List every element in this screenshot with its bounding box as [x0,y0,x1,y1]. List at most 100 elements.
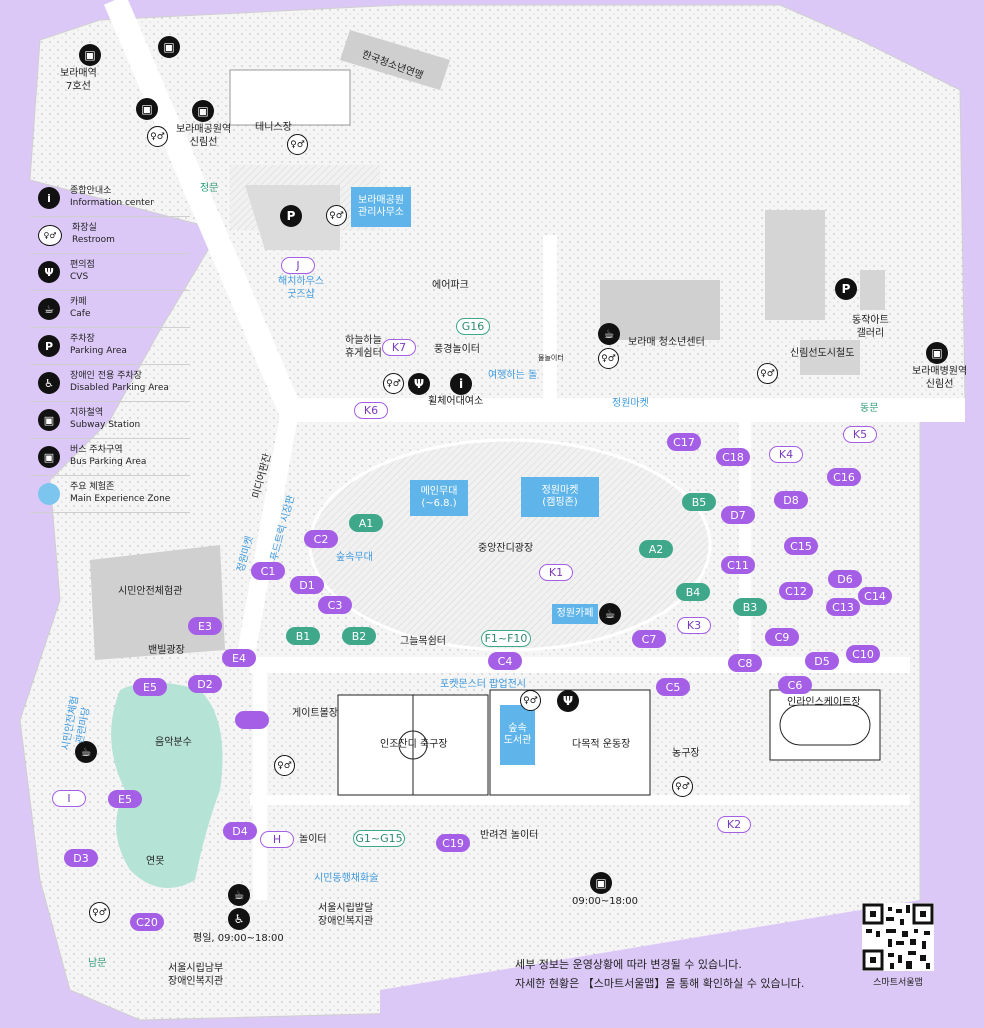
zone-tag-C11[interactable]: C11 [721,556,755,574]
zone-tag-C5[interactable]: C5 [656,678,690,696]
zone-tag-D3[interactable]: D3 [64,849,98,867]
dongjak-gallery-label: 동작아트 갤러리 [852,315,889,339]
youth-center-label: 보라매 청소년센터 [628,337,705,348]
zone-tag-D7[interactable]: D7 [721,506,755,524]
zone-tag-F1-F10[interactable]: F1~F10 [481,630,531,647]
zone-tag-B3[interactable]: B3 [733,598,767,616]
zone-tag-C20[interactable]: C20 [130,913,164,931]
restroom-icon: ♀♂ [383,373,404,394]
zone-tag-D2[interactable]: D2 [188,675,222,693]
legend-ko: 버스 주차구역 [70,445,123,456]
tennis-courts [229,69,351,126]
restroom-icon: ♀♂ [326,205,347,226]
youth-center-building [600,280,720,340]
zone-tag-C2[interactable]: C2 [304,530,338,548]
zone-tag-D4[interactable]: D4 [223,822,257,840]
cafe-icon: ☕ [38,298,60,320]
main-stage-box: 메인무대 (~6.8.) [410,480,468,516]
zone-tag-H[interactable]: H [260,831,294,848]
cafe-icon: ☕ [228,884,250,906]
zone-tag-D6[interactable]: D6 [828,570,862,588]
experience-zone-icon [38,483,60,505]
zone-tag-A1[interactable]: A1 [349,514,383,532]
main-gate-label: 정문 [200,183,219,194]
zone-tag-K1[interactable]: K1 [539,564,573,581]
zone-tag-C6[interactable]: C6 [778,676,812,694]
zone-tag-E5[interactable] [235,711,269,729]
bus-icon: ▣ [38,446,60,468]
zone-tag-C12[interactable]: C12 [779,582,813,600]
pokemon-label: 포켓몬스터 팝업전시 [440,679,526,690]
zone-tag-C18[interactable]: C18 [716,448,750,466]
playground-label: 놀이터 [299,834,327,845]
legend-ko: 장애인 전용 주차장 [70,371,142,382]
bus-hours-label: 09:00~18:00 [572,896,639,907]
zone-tag-C13[interactable]: C13 [826,598,860,616]
subway-icon: ▣ [38,409,60,431]
zone-tag-C19[interactable]: C19 [436,834,470,852]
legend-en: Subway Station [70,420,141,430]
legend-en: Cafe [70,309,91,319]
restroom-icon: ♀♂ [89,902,110,923]
rest-area-label: 하늘하늘 휴게쉼터 [345,335,382,359]
zone-tag-D5[interactable]: D5 [805,652,839,670]
restroom-icon: ♀♂ [520,690,541,711]
zone-tag-K3[interactable]: K3 [677,617,711,634]
garden-market-road-label: 정원마켓 [612,398,649,409]
zone-tag-D8[interactable]: D8 [774,491,808,509]
zone-tag-B5[interactable]: B5 [682,493,716,511]
zone-tag-K6[interactable]: K6 [354,402,388,419]
zone-tag-B2[interactable]: B2 [342,627,376,645]
safety-hall-building [90,545,225,660]
park-office-box: 보라매공원 관리사무소 [351,187,411,227]
south-outside [380,900,984,1028]
zone-tag-E4[interactable]: E5 [108,790,142,808]
zone-tag-C9[interactable]: C9 [765,628,799,646]
zone-tag-E1[interactable]: E3 [188,617,222,635]
zone-tag-I[interactable]: I [52,790,86,807]
qr-label: 스마트서울맵 [873,978,923,988]
soccer-label: 인조잔디 축구장 [380,739,448,750]
zone-tag-A2[interactable]: A2 [639,540,673,558]
zone-tag-B1[interactable]: B1 [286,627,320,645]
zone-tag-C15[interactable]: C15 [784,537,818,555]
legend-en: Parking Area [70,346,127,356]
zone-tag-C3[interactable]: C3 [318,596,352,614]
parking-icon: P [280,205,302,227]
zone-tag-C16[interactable]: C16 [827,468,861,486]
legend-ko: 종합안내소 [70,186,112,197]
zone-tag-G1-G15[interactable]: G1~G15 [353,830,405,847]
cvs-icon: Ψ [557,690,579,712]
zone-tag-G16[interactable]: G16 [456,318,490,335]
pond-label: 연못 [146,856,165,867]
garden-market-box: 정원마켓 (캠핑존) [521,477,599,517]
zone-tag-C14[interactable]: C14 [858,587,892,605]
inline-track [779,704,871,746]
disabled-parking-icon: ♿ [228,908,250,930]
zone-tag-K7[interactable]: K7 [382,339,416,356]
qr-code[interactable] [862,903,934,971]
zone-tag-C4[interactable]: C4 [488,652,522,670]
zone-tag-E2[interactable]: E4 [222,649,256,667]
zone-tag-K5[interactable]: K5 [843,426,877,443]
zone-tag-C17[interactable]: C17 [667,433,701,451]
subway-icon: ▣ [192,100,214,122]
zone-tag-K2[interactable]: K2 [717,816,751,833]
zone-tag-E3[interactable]: E5 [133,678,167,696]
zone-tag-C10[interactable]: C10 [846,645,880,663]
zone-tag-C8[interactable]: C8 [728,654,762,672]
zone-tag-C1[interactable]: C1 [251,562,285,580]
zone-tag-J[interactable]: J [281,257,315,274]
zone-tag-B4[interactable]: B4 [676,583,710,601]
zone-tag-K4[interactable]: K4 [769,446,803,463]
tennis-label: 테니스장 [255,122,292,133]
zone-tag-C7[interactable]: C7 [632,630,666,648]
zone-tag-D1[interactable]: D1 [290,576,324,594]
restroom-icon: ♀♂ [672,776,693,797]
